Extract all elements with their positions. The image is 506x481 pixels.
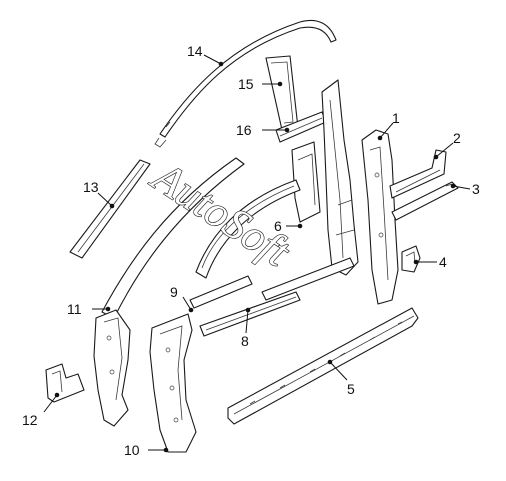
- part-5-rocker-sill: [227, 307, 419, 425]
- callout-1: 1: [392, 110, 400, 126]
- callout-9: 9: [170, 284, 178, 300]
- callout-16: 16: [236, 122, 252, 138]
- callout-14: 14: [187, 43, 203, 59]
- part-2-side-rail-extension: [389, 149, 447, 199]
- callout-5: 5: [347, 381, 355, 397]
- part-4-small-bracket: [401, 245, 421, 273]
- callout-3: 3: [472, 181, 480, 197]
- callout-dots: [54, 61, 456, 453]
- part-13-windshield-side-trim: [69, 159, 151, 259]
- callout-8: 8: [241, 333, 249, 349]
- part-8-lower-sill-strip: [199, 291, 301, 337]
- center-lower-strip: [261, 257, 355, 301]
- b-pillar-inner: [321, 79, 359, 276]
- callout-10: 10: [124, 442, 140, 458]
- part-14-roof-rail-strip: [154, 19, 337, 148]
- part-11-a-pillar: [93, 157, 245, 427]
- part-10-hinge-pillar: [149, 313, 197, 453]
- part-9-rocker-reinforcement: [189, 275, 253, 309]
- part-15-pillar-upper-trim: [265, 55, 299, 131]
- callout-2: 2: [453, 130, 461, 146]
- part-3-narrow-strip: [391, 181, 459, 221]
- part-12-lower-bracket: [45, 363, 85, 403]
- callout-15: 15: [238, 76, 254, 92]
- callout-13: 13: [83, 179, 99, 195]
- callout-11: 11: [67, 301, 82, 317]
- part-1-b-pillar-outer: [361, 129, 399, 305]
- door-opening-inner-arch: [195, 179, 301, 279]
- callout-leaders: [43, 54, 471, 451]
- callout-12: 12: [22, 412, 38, 428]
- callout-6: 6: [274, 218, 282, 234]
- callout-4: 4: [439, 254, 447, 270]
